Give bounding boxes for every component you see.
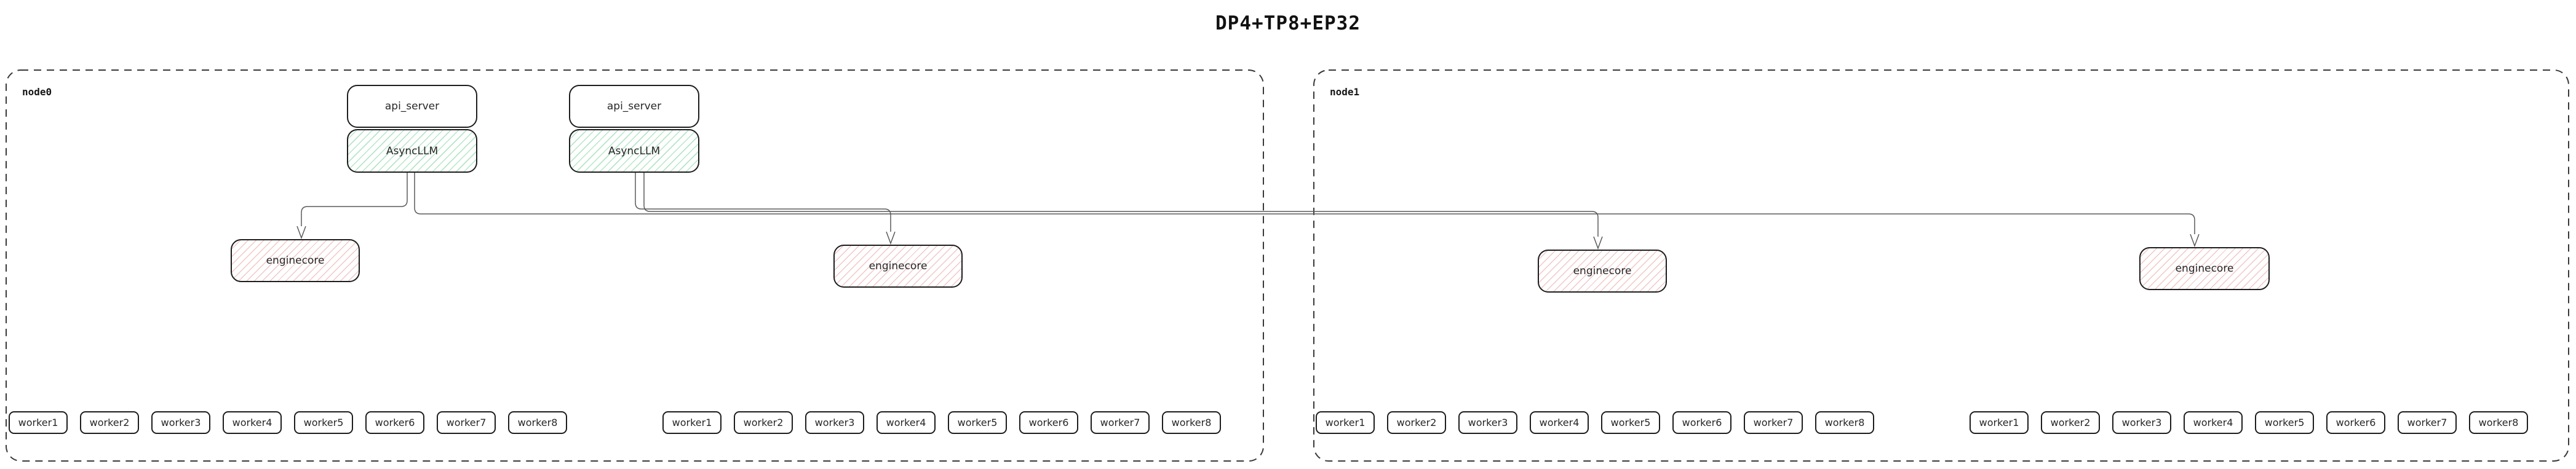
worker-box: worker6 bbox=[1672, 411, 1731, 434]
worker-box: worker6 bbox=[2326, 411, 2385, 434]
worker-box: worker7 bbox=[1091, 411, 1150, 434]
arrowhead-enginecore3 bbox=[1593, 236, 1603, 250]
worker-row: worker1 worker2 worker3 worker4 worker5 worke… bbox=[1970, 411, 2528, 434]
worker-row: worker1 worker2 worker3 worker4 worker5 worke… bbox=[1316, 411, 1874, 434]
worker-box: worker2 bbox=[734, 411, 793, 434]
enginecore-label: enginecore bbox=[869, 260, 928, 272]
worker-box: worker8 bbox=[2469, 411, 2528, 434]
enginecore-box: enginecore bbox=[2139, 247, 2270, 290]
worker-row: worker1 worker2 worker3 worker4 worker5 worke… bbox=[662, 411, 1221, 434]
worker-box: worker3 bbox=[1458, 411, 1517, 434]
worker-box: worker4 bbox=[2184, 411, 2243, 434]
worker-box: worker1 bbox=[1970, 411, 2029, 434]
enginecore-box: enginecore bbox=[1538, 250, 1667, 293]
arrowhead-enginecore2 bbox=[886, 231, 896, 245]
enginecore-box: enginecore bbox=[833, 245, 963, 288]
worker-box: worker7 bbox=[437, 411, 496, 434]
worker-box: worker2 bbox=[80, 411, 139, 434]
worker-box: worker7 bbox=[2398, 411, 2457, 434]
connector-llm1-enginecore4 bbox=[414, 173, 2195, 234]
worker-box: worker3 bbox=[2112, 411, 2171, 434]
worker-box: worker6 bbox=[1019, 411, 1078, 434]
worker-box: worker5 bbox=[294, 411, 353, 434]
page-title: DP4+TP8+EP32 bbox=[1215, 12, 1361, 34]
worker-box: worker7 bbox=[1744, 411, 1803, 434]
worker-box: worker5 bbox=[2255, 411, 2314, 434]
worker-box: worker5 bbox=[1601, 411, 1660, 434]
node1-label: node1 bbox=[1330, 86, 1360, 98]
worker-box: worker8 bbox=[1815, 411, 1874, 434]
api-server-label: api_server bbox=[384, 100, 440, 112]
enginecore-label: enginecore bbox=[1573, 265, 1632, 277]
worker-box: worker8 bbox=[1162, 411, 1221, 434]
node1-border bbox=[1313, 69, 2569, 462]
worker-box: worker5 bbox=[948, 411, 1007, 434]
api-server-label: api_server bbox=[606, 100, 662, 112]
asyncllm-label: AsyncLLM bbox=[608, 144, 661, 157]
enginecore-label: enginecore bbox=[2175, 262, 2234, 275]
node0-label: node0 bbox=[22, 86, 52, 98]
worker-box: worker4 bbox=[877, 411, 936, 434]
arrowhead-enginecore4 bbox=[2190, 234, 2200, 248]
worker-box: worker1 bbox=[9, 411, 68, 434]
arrowhead-enginecore1 bbox=[296, 226, 306, 240]
enginecore-label: enginecore bbox=[266, 254, 325, 267]
worker-box: worker1 bbox=[662, 411, 722, 434]
worker-box: worker4 bbox=[223, 411, 282, 434]
asyncllm-label: AsyncLLM bbox=[386, 144, 439, 157]
worker-box: worker2 bbox=[2041, 411, 2100, 434]
worker-box: worker3 bbox=[151, 411, 210, 434]
worker-box: worker8 bbox=[508, 411, 567, 434]
worker-box: worker6 bbox=[365, 411, 424, 434]
worker-box: worker4 bbox=[1530, 411, 1589, 434]
connector-llm1-enginecore1 bbox=[301, 173, 408, 226]
worker-box: worker2 bbox=[1387, 411, 1446, 434]
asyncllm-box: AsyncLLM bbox=[569, 129, 699, 173]
connector-llm2-enginecore3 bbox=[643, 173, 1599, 237]
api-server-box: api_server bbox=[569, 85, 699, 128]
connector-llm2-enginecore2 bbox=[635, 173, 891, 232]
api-server-box: api_server bbox=[347, 85, 477, 128]
asyncllm-box: AsyncLLM bbox=[347, 129, 477, 173]
worker-box: worker3 bbox=[805, 411, 864, 434]
worker-box: worker1 bbox=[1316, 411, 1375, 434]
worker-row: worker1 worker2 worker3 worker4 worker5 worke… bbox=[9, 411, 567, 434]
enginecore-box: enginecore bbox=[231, 239, 360, 282]
node0-border bbox=[6, 69, 1264, 462]
